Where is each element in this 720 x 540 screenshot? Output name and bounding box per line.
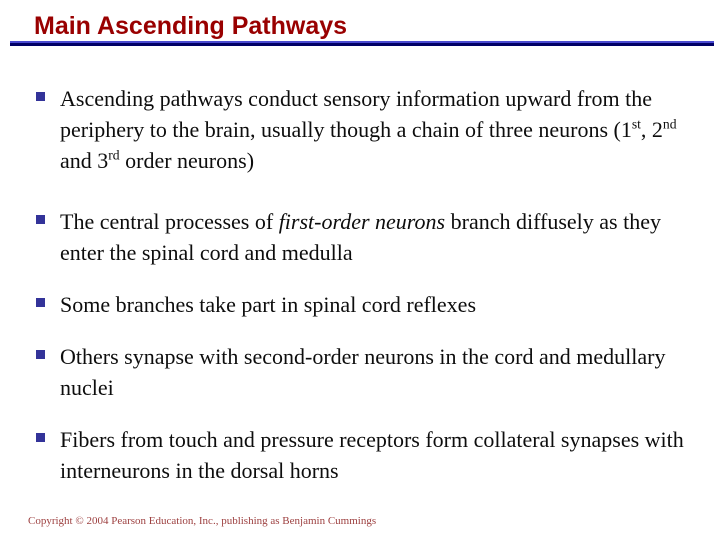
- bullet-list: Ascending pathways conduct sensory infor…: [36, 83, 684, 507]
- bullet-square-icon: [36, 433, 45, 442]
- bullet-text: The central processes of first-order neu…: [60, 209, 661, 265]
- bullet-text: Fibers from touch and pressure receptors…: [60, 427, 684, 483]
- bullet-item: Ascending pathways conduct sensory infor…: [36, 83, 684, 176]
- bullet-text: Some branches take part in spinal cord r…: [60, 292, 477, 317]
- bullet-square-icon: [36, 350, 45, 359]
- bullet-text: Ascending pathways conduct sensory infor…: [60, 86, 677, 173]
- bullet-item: Some branches take part in spinal cord r…: [36, 289, 684, 320]
- bullet-square-icon: [36, 215, 45, 224]
- title-underline: [10, 41, 714, 46]
- bullet-item: Others synapse with second-order neurons…: [36, 341, 684, 403]
- bullet-item: Fibers from touch and pressure receptors…: [36, 424, 684, 486]
- copyright-text: Copyright © 2004 Pearson Education, Inc.…: [28, 515, 377, 527]
- bullet-text: Others synapse with second-order neurons…: [60, 344, 666, 400]
- bullet-square-icon: [36, 298, 45, 307]
- bullet-item: The central processes of first-order neu…: [36, 206, 684, 268]
- page-title: Main Ascending Pathways: [34, 12, 348, 40]
- bullet-square-icon: [36, 92, 45, 101]
